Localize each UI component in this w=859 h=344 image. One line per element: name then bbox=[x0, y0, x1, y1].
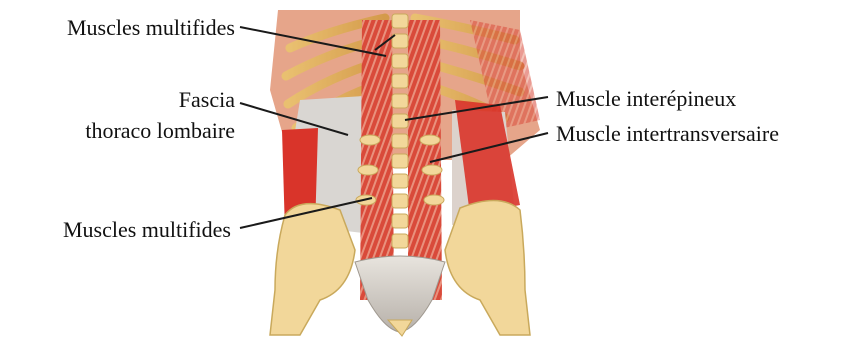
label-fascia-line2: thoraco lombaire bbox=[30, 119, 235, 143]
label-intertransversaire: Muscle intertransversaire bbox=[556, 122, 779, 146]
label-multifides-top: Muscles multifides bbox=[10, 16, 235, 40]
label-multifides-bottom: Muscles multifides bbox=[6, 218, 231, 242]
label-fascia-line1: Fascia bbox=[30, 88, 235, 112]
label-interepineux: Muscle interépineux bbox=[556, 87, 736, 111]
